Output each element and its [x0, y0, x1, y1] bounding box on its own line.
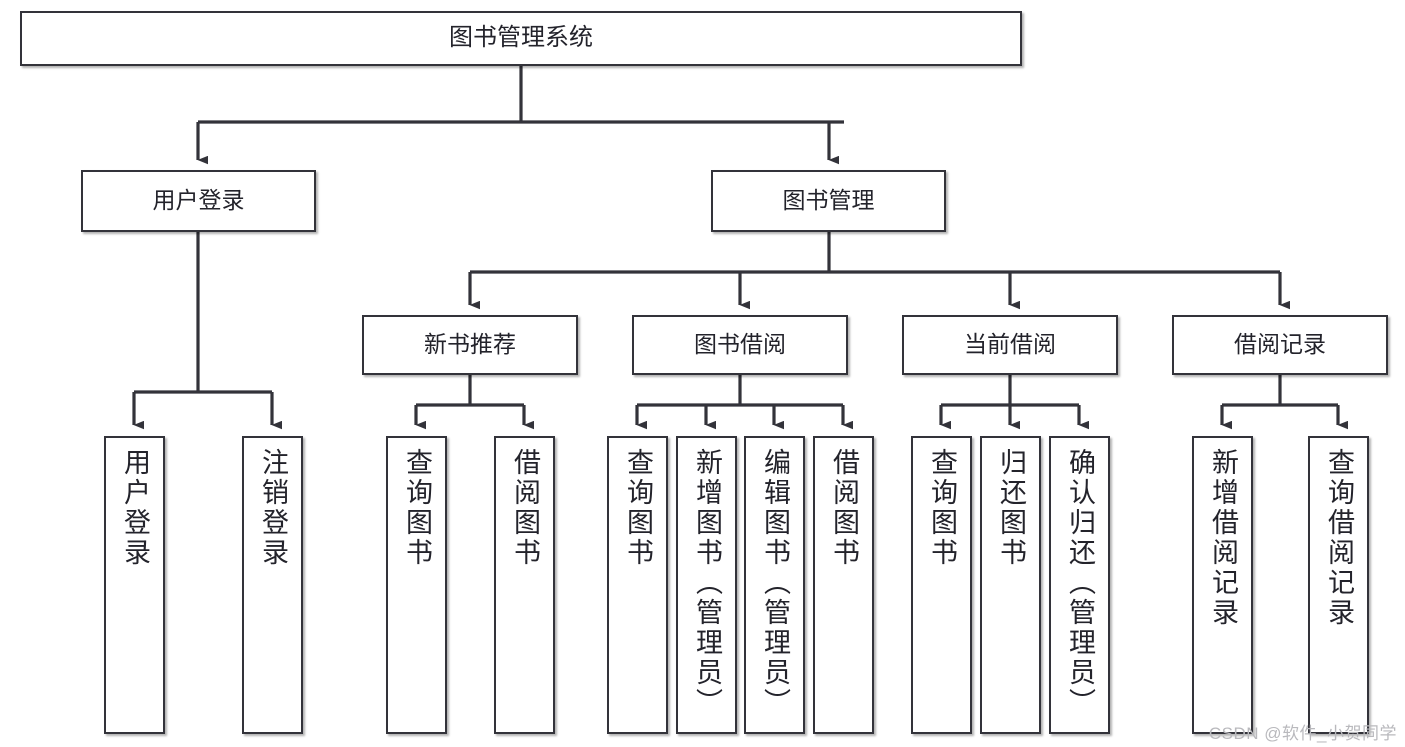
- node-root-system[interactable]: 图书管理系统: [20, 11, 1022, 66]
- node-leaf-borrow-book-2[interactable]: 借阅图书: [813, 436, 874, 734]
- node-label: 借阅图书: [510, 448, 540, 568]
- node-label: 用户登录: [152, 187, 245, 214]
- node-label: 当前借阅: [964, 331, 1056, 358]
- node-label: 图书管理系统: [449, 24, 593, 52]
- node-book-borrow[interactable]: 图书借阅: [632, 315, 848, 375]
- node-label: 注销登录: [258, 448, 288, 568]
- node-leaf-logout-login[interactable]: 注销登录: [242, 436, 303, 734]
- node-current-borrow[interactable]: 当前借阅: [902, 315, 1118, 375]
- node-borrow-record[interactable]: 借阅记录: [1172, 315, 1388, 375]
- node-label: 确认归还（管理员）: [1065, 448, 1095, 718]
- node-label: 编辑图书（管理员）: [760, 448, 790, 718]
- node-label: 新增借阅记录: [1208, 448, 1238, 628]
- node-leaf-query-book-3[interactable]: 查询图书: [911, 436, 972, 734]
- node-label: 图书借阅: [694, 331, 786, 358]
- node-label: 用户登录: [120, 448, 150, 568]
- node-label: 查询图书: [402, 448, 432, 568]
- node-label: 查询图书: [623, 448, 653, 568]
- csdn-watermark: CSDN @软件_小贺同学: [1208, 724, 1397, 743]
- node-label: 借阅图书: [829, 448, 859, 568]
- node-leaf-return-book[interactable]: 归还图书: [980, 436, 1041, 734]
- node-user-login[interactable]: 用户登录: [81, 170, 316, 232]
- node-leaf-query-book-1[interactable]: 查询图书: [386, 436, 447, 734]
- node-label: 查询图书: [927, 448, 957, 568]
- node-label: 查询借阅记录: [1324, 448, 1354, 628]
- node-leaf-add-book[interactable]: 新增图书（管理员）: [676, 436, 737, 734]
- node-leaf-edit-book[interactable]: 编辑图书（管理员）: [744, 436, 805, 734]
- node-label: 借阅记录: [1234, 331, 1326, 358]
- node-label: 归还图书: [996, 448, 1026, 568]
- node-leaf-user-login[interactable]: 用户登录: [104, 436, 165, 734]
- node-leaf-confirm-return[interactable]: 确认归还（管理员）: [1049, 436, 1110, 734]
- node-leaf-query-book-2[interactable]: 查询图书: [607, 436, 668, 734]
- node-label: 新书推荐: [424, 331, 516, 358]
- node-leaf-add-borrow-record[interactable]: 新增借阅记录: [1192, 436, 1253, 734]
- node-leaf-borrow-book-1[interactable]: 借阅图书: [494, 436, 555, 734]
- node-label: 新增图书（管理员）: [692, 448, 722, 718]
- node-label: 图书管理: [782, 187, 875, 214]
- node-book-management[interactable]: 图书管理: [711, 170, 946, 232]
- node-leaf-query-borrow-record[interactable]: 查询借阅记录: [1308, 436, 1369, 734]
- node-new-book-recommend[interactable]: 新书推荐: [362, 315, 578, 375]
